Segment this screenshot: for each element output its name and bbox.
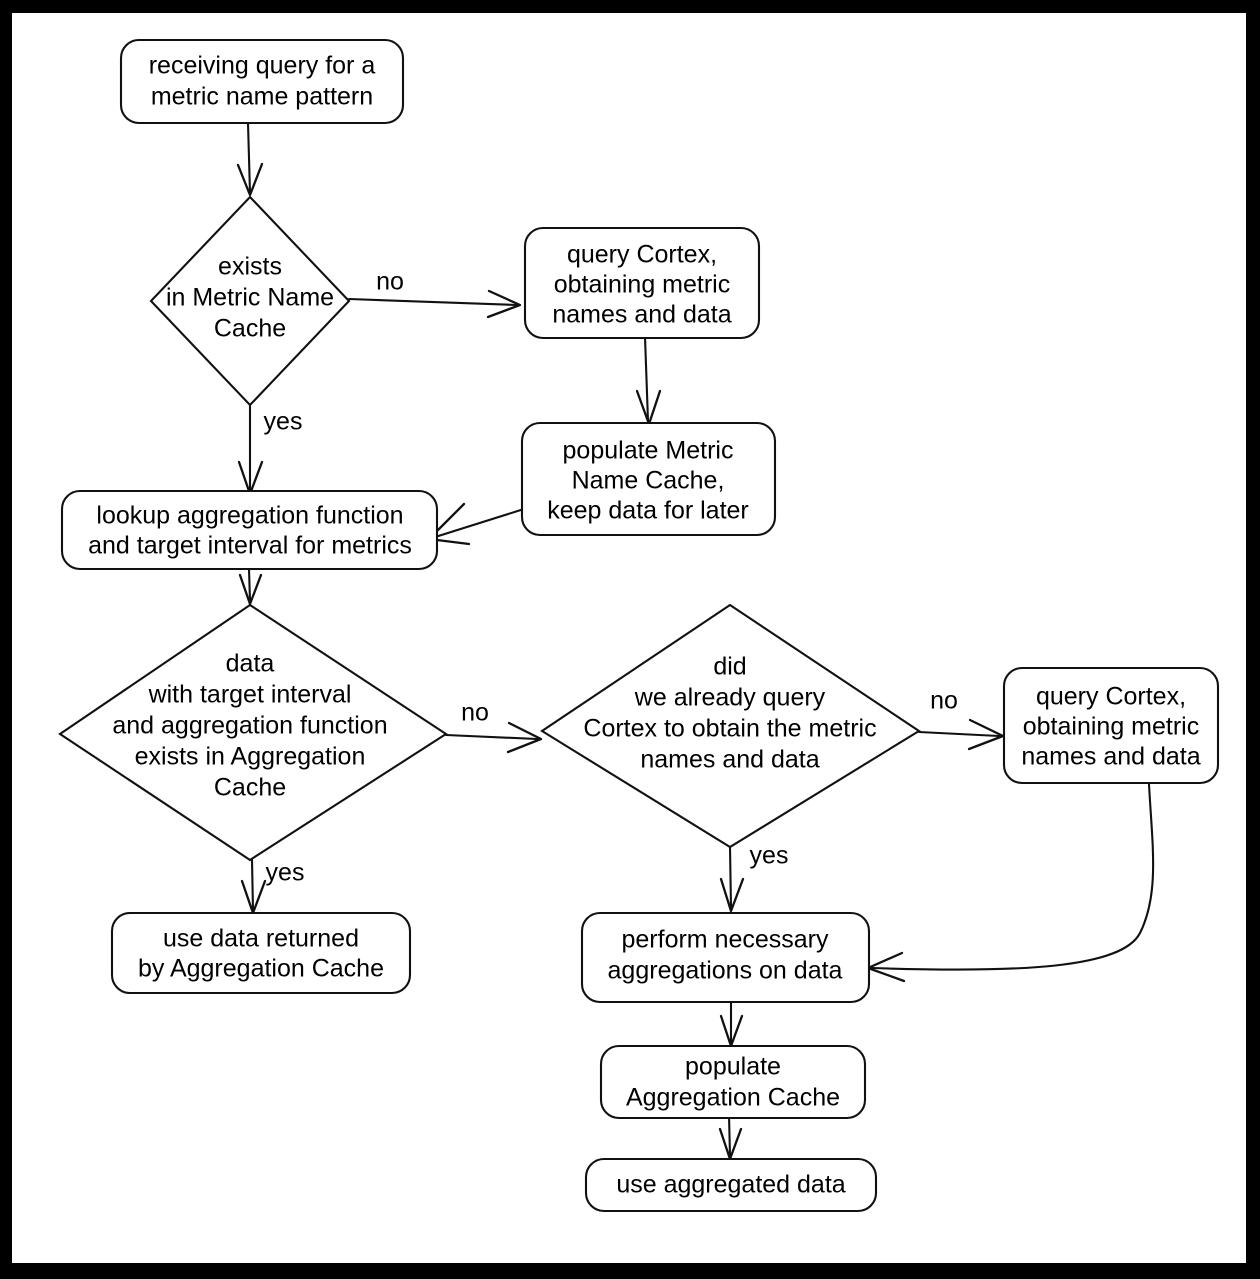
node-exists-metric-name-cache-line-3: Cache	[214, 315, 286, 343]
node-query-cortex-right-shape	[1002, 666, 1220, 785]
node-data-exists-aggregation-cache-line-1: data	[226, 650, 275, 678]
node-perform-aggregations[interactable]: perform necessary aggregations on data	[580, 911, 871, 1004]
edge-aggregations-to-populate-agg	[719, 1000, 744, 1048]
node-populate-metric-name-cache-line-1: populate Metric	[563, 437, 734, 465]
node-data-exists-aggregation-cache-line-2: with target interval	[148, 681, 352, 709]
node-receive-query-line-2: metric name pattern	[151, 83, 373, 111]
node-data-exists-aggregation-cache-line-3: and aggregation function	[112, 712, 387, 740]
edge-label-already-queried-no: no	[930, 687, 958, 715]
edge-metric-cache-no	[347, 289, 522, 319]
node-populate-metric-name-cache-line-2: Name Cache,	[572, 467, 725, 495]
node-data-exists-aggregation-cache[interactable]: data with target interval and aggregatio…	[58, 603, 448, 862]
node-populate-metric-name-cache[interactable]: populate Metric Name Cache, keep data fo…	[520, 421, 777, 537]
node-query-cortex-right-line-3: names and data	[1021, 743, 1200, 771]
node-lookup-aggregation[interactable]: lookup aggregation function and target i…	[60, 489, 439, 571]
node-query-cortex-top-line-2: obtaining metric	[554, 271, 730, 299]
node-query-cortex-top-shape	[523, 226, 761, 340]
edge-lookup-to-agg-cache	[238, 567, 263, 606]
diagram-canvas: no yes no yes no yes receiving query for…	[12, 13, 1246, 1263]
node-perform-aggregations-line-2: aggregations on data	[608, 957, 843, 985]
edge-label-already-queried-yes: yes	[750, 842, 789, 870]
node-query-cortex-top-line-3: names and data	[552, 301, 731, 329]
edge-already-queried-yes	[719, 845, 745, 913]
node-populate-aggregation-cache[interactable]: populate Aggregation Cache	[599, 1044, 867, 1120]
node-use-aggregated-data-line-1: use aggregated data	[616, 1171, 845, 1199]
node-already-queried-cortex-line-2: we already query	[634, 684, 826, 712]
edge-metric-cache-yes	[237, 404, 264, 496]
edge-populate-agg-to-use-data	[718, 1113, 743, 1161]
edge-cortex-right-to-aggregations	[866, 782, 1155, 983]
node-use-data-returned[interactable]: use data returned by Aggregation Cache	[110, 911, 412, 995]
node-use-data-returned-line-2: by Aggregation Cache	[138, 955, 384, 983]
edge-label-agg-cache-yes: yes	[266, 859, 305, 887]
flowchart-svg: no yes no yes no yes receiving query for…	[58, 38, 1220, 1213]
node-query-cortex-top[interactable]: query Cortex, obtaining metric names and…	[523, 226, 761, 340]
edge-label-metric-cache-yes: yes	[264, 408, 303, 436]
node-data-exists-aggregation-cache-line-5: Cache	[214, 774, 286, 802]
edge-already-queried-no	[917, 718, 1005, 751]
node-use-data-returned-line-1: use data returned	[163, 925, 359, 953]
node-already-queried-cortex-line-4: names and data	[640, 746, 819, 774]
node-populate-aggregation-cache-line-1: populate	[685, 1053, 781, 1081]
node-query-cortex-right-line-2: obtaining metric	[1023, 713, 1199, 741]
node-already-queried-cortex-line-3: Cortex to obtain the metric	[583, 715, 876, 743]
edge-cortex-to-populate-cache	[635, 335, 662, 426]
node-already-queried-cortex-shape	[540, 603, 921, 849]
node-populate-metric-name-cache-shape	[520, 421, 777, 537]
node-data-exists-aggregation-cache-line-4: exists in Aggregation	[135, 743, 366, 771]
edge-receive-to-metric-cache	[236, 121, 264, 197]
edge-agg-cache-yes	[240, 858, 267, 915]
node-populate-aggregation-cache-shape	[599, 1044, 867, 1120]
node-perform-aggregations-line-1: perform necessary	[621, 926, 829, 954]
node-exists-metric-name-cache[interactable]: exists in Metric Name Cache	[149, 195, 351, 407]
node-exists-metric-name-cache-line-2: in Metric Name	[166, 284, 334, 312]
node-query-cortex-right-line-1: query Cortex,	[1036, 683, 1186, 711]
node-use-aggregated-data[interactable]: use aggregated data	[584, 1157, 878, 1213]
node-lookup-aggregation-shape	[60, 489, 439, 571]
node-receive-query-shape	[119, 38, 405, 125]
node-populate-metric-name-cache-line-3: keep data for later	[547, 497, 749, 525]
node-receive-query-line-1: receiving query for a	[149, 52, 376, 80]
edge-populate-cache-to-lookup	[427, 502, 526, 546]
edge-label-agg-cache-no: no	[461, 699, 489, 727]
edge-label-metric-cache-no: no	[376, 268, 404, 296]
node-data-exists-aggregation-cache-shape	[58, 603, 448, 862]
node-use-aggregated-data-shape	[584, 1157, 878, 1213]
node-lookup-aggregation-line-2: and target interval for metrics	[88, 532, 412, 560]
node-use-data-returned-shape	[110, 911, 412, 995]
node-exists-metric-name-cache-shape	[149, 195, 351, 407]
node-populate-aggregation-cache-line-2: Aggregation Cache	[626, 1084, 840, 1112]
node-receive-query[interactable]: receiving query for a metric name patter…	[119, 38, 405, 125]
node-already-queried-cortex-line-1: did	[713, 653, 746, 681]
edge-agg-cache-no	[444, 721, 543, 754]
node-query-cortex-right[interactable]: query Cortex, obtaining metric names and…	[1002, 666, 1220, 785]
node-perform-aggregations-shape	[580, 911, 871, 1004]
node-already-queried-cortex[interactable]: did we already query Cortex to obtain th…	[540, 603, 921, 849]
node-lookup-aggregation-line-1: lookup aggregation function	[96, 502, 403, 530]
node-query-cortex-top-line-1: query Cortex,	[567, 241, 717, 269]
node-exists-metric-name-cache-line-1: exists	[218, 253, 282, 281]
